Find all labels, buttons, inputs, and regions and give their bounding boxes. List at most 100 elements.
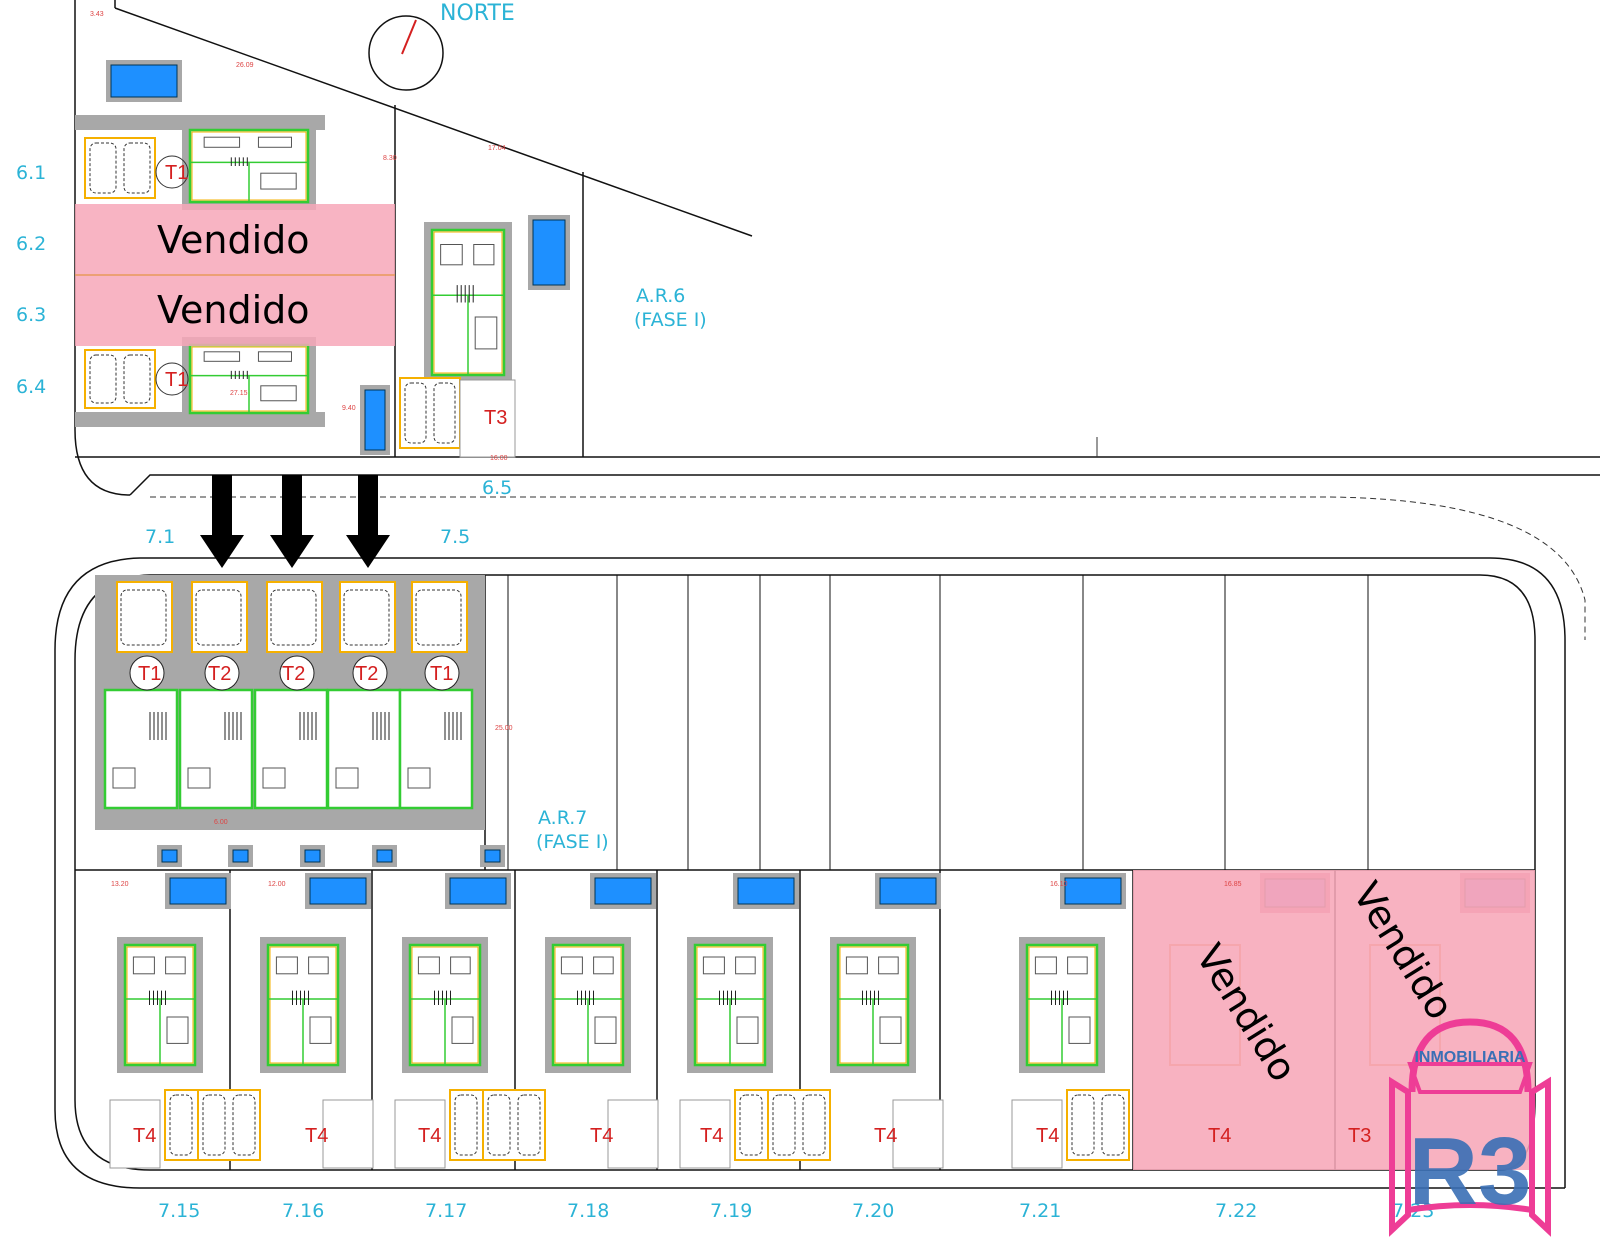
dim-label: 9.40: [342, 405, 356, 412]
car-icon: [404, 382, 427, 444]
type-label-7-18: T4: [590, 1125, 613, 1147]
car-icon: [120, 589, 167, 646]
inmobiliaria-r3-logo: INMOBILIARIA R3: [1389, 1018, 1551, 1237]
garage: [482, 1089, 546, 1161]
plot-label-7-15: 7.15: [158, 1200, 200, 1222]
dim-label: 13.20: [111, 881, 129, 888]
dim-label: 27.15: [230, 390, 248, 397]
storage-room: [322, 1099, 374, 1169]
car-icon: [270, 589, 317, 646]
car-icon: [454, 1094, 478, 1156]
car-icon: [232, 1094, 256, 1156]
dim-label: 16.10: [1050, 881, 1068, 888]
garage: [84, 349, 156, 409]
phase-ar6-sub: (FASE I): [634, 309, 707, 331]
pool-icon: [110, 64, 178, 98]
type-label-7-4: T2: [355, 663, 378, 685]
furniture-table-icon: [878, 956, 899, 975]
garage: [266, 581, 323, 653]
furniture-sofa-icon: [702, 956, 725, 975]
furniture-bed-icon: [260, 385, 297, 402]
car-icon: [433, 382, 456, 444]
plot-label-7-5: 7.5: [440, 526, 470, 548]
type-label-7-15: T4: [133, 1125, 156, 1147]
pool-icon: [364, 389, 386, 451]
storage-room: [109, 1099, 161, 1169]
pool-icon: [879, 877, 937, 905]
plot-label-7-21: 7.21: [1019, 1200, 1061, 1222]
furniture-table-icon: [593, 956, 614, 975]
type-label-7-1: T1: [138, 663, 161, 685]
furniture-sofa-icon: [132, 956, 155, 975]
car-icon: [89, 142, 117, 194]
type-label-7-23: T3: [1348, 1125, 1371, 1147]
furniture-bed-icon: [1068, 1016, 1091, 1044]
plot-label-7-20: 7.20: [852, 1200, 894, 1222]
furniture-sofa-icon: [275, 956, 298, 975]
type-label-7-20: T4: [874, 1125, 897, 1147]
plot-label-6-5: 6.5: [482, 477, 512, 499]
type-circle: [352, 655, 388, 691]
car-icon: [89, 354, 117, 404]
storage-room: [394, 1099, 446, 1169]
pool-icon: [737, 877, 795, 905]
garage: [1066, 1089, 1130, 1161]
pool-icon: [376, 849, 393, 863]
furniture-sofa-icon: [560, 956, 583, 975]
plot-label-6-1: 6.1: [16, 162, 46, 184]
pool-icon: [161, 849, 178, 863]
plot-label-7-17: 7.17: [425, 1200, 467, 1222]
furniture-table-icon: [450, 956, 471, 975]
type-label-t3: T3: [484, 407, 507, 429]
dim-label: 26.09: [236, 62, 254, 69]
phase-ar7: A.R.7: [538, 807, 587, 829]
pool-icon: [484, 849, 501, 863]
furniture-sofa-icon: [203, 351, 241, 362]
car-icon: [415, 589, 462, 646]
plot-label-7-22: 7.22: [1215, 1200, 1257, 1222]
furniture-sofa-icon: [845, 956, 868, 975]
sold-label-6-3: Vendido: [157, 288, 310, 332]
dim-label: 12.00: [268, 881, 286, 888]
house-floorplan: [253, 688, 329, 810]
furniture-table-icon: [257, 351, 292, 362]
car-icon: [343, 589, 390, 646]
car-icon: [195, 589, 242, 646]
plot-label-7-16: 7.16: [282, 1200, 324, 1222]
t3-garage-room: [459, 379, 516, 458]
plot-label-6-3: 6.3: [16, 304, 46, 326]
dim-label: 25.00: [495, 725, 513, 732]
plan-elements: [75, 60, 1530, 1170]
type-label-6-1: T1: [165, 162, 188, 184]
pool-icon: [309, 877, 367, 905]
car-icon: [202, 1094, 226, 1156]
type-circle: [155, 362, 189, 396]
garage: [339, 581, 396, 653]
type-label-7-5: T1: [430, 663, 453, 685]
furniture-bed-icon: [736, 1016, 759, 1044]
furniture-bed-icon: [260, 172, 297, 190]
garage: [116, 581, 173, 653]
furniture-bed-icon: [879, 1016, 902, 1044]
type-label-6-4: T1: [165, 369, 188, 391]
furniture-bed-icon: [451, 1016, 474, 1044]
type-circle: [204, 655, 240, 691]
car-icon: [772, 1094, 796, 1156]
furniture-table-icon: [407, 767, 431, 789]
sold-label-6-2: Vendido: [157, 218, 310, 262]
furniture-table-icon: [112, 767, 136, 789]
furniture-bed-icon: [309, 1016, 332, 1044]
north-label: NORTE: [440, 1, 515, 26]
plot-label-6-2: 6.2: [16, 233, 46, 255]
garage: [84, 137, 156, 199]
north-arrow-icon: [401, 19, 417, 55]
furniture-sofa-icon: [440, 244, 463, 266]
pool-icon: [232, 849, 249, 863]
phase-ar7-sub: (FASE I): [536, 831, 609, 853]
plot-label-7-18: 7.18: [567, 1200, 609, 1222]
type-label-7-22: T4: [1208, 1125, 1231, 1147]
type-label-7-3: T2: [282, 663, 305, 685]
storage-room: [1011, 1099, 1063, 1169]
furniture-table-icon: [257, 136, 292, 148]
